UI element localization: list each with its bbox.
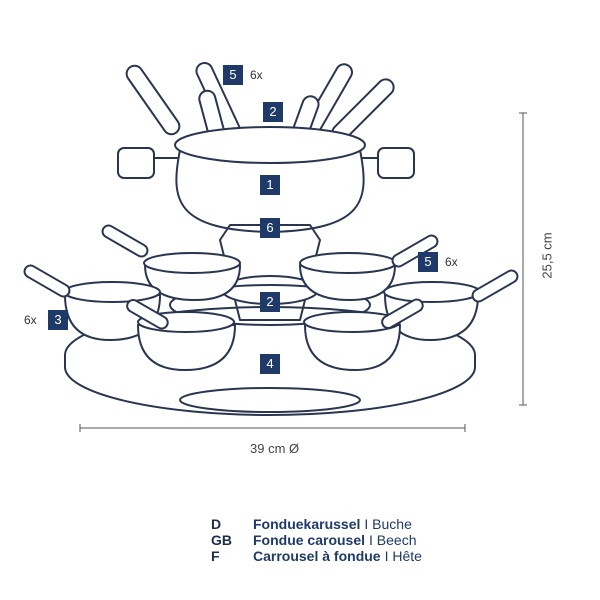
- callout-3-bowl: 3: [48, 310, 68, 330]
- callout-3-quantity: 6x: [24, 313, 37, 327]
- height-dimension: 25,5 cm: [539, 232, 555, 279]
- callout-2-burner: 2: [260, 292, 280, 312]
- callout-5-fork-right: 5: [418, 252, 438, 272]
- language-code: D: [211, 516, 222, 532]
- callout-5-quantity: 6x: [250, 68, 263, 82]
- callout-1-pot: 1: [260, 175, 280, 195]
- material: I Hête: [384, 548, 422, 564]
- callout-5-fork: 5: [223, 65, 243, 85]
- product-name: Carrousel à fondue: [253, 548, 381, 564]
- material: I Beech: [369, 532, 417, 548]
- language-code: GB: [211, 532, 232, 548]
- product-name: Fondue carousel: [253, 532, 366, 548]
- material: I Buche: [364, 516, 412, 532]
- language-code: F: [211, 548, 220, 564]
- callout-5-right-quantity: 6x: [445, 255, 458, 269]
- product-name: Fonduekarussel: [253, 516, 361, 532]
- callout-2-lid: 2: [263, 102, 283, 122]
- callout-6-stand: 6: [260, 218, 280, 238]
- callout-4-tray: 4: [260, 354, 280, 374]
- diameter-dimension: 39 cm Ø: [250, 441, 300, 456]
